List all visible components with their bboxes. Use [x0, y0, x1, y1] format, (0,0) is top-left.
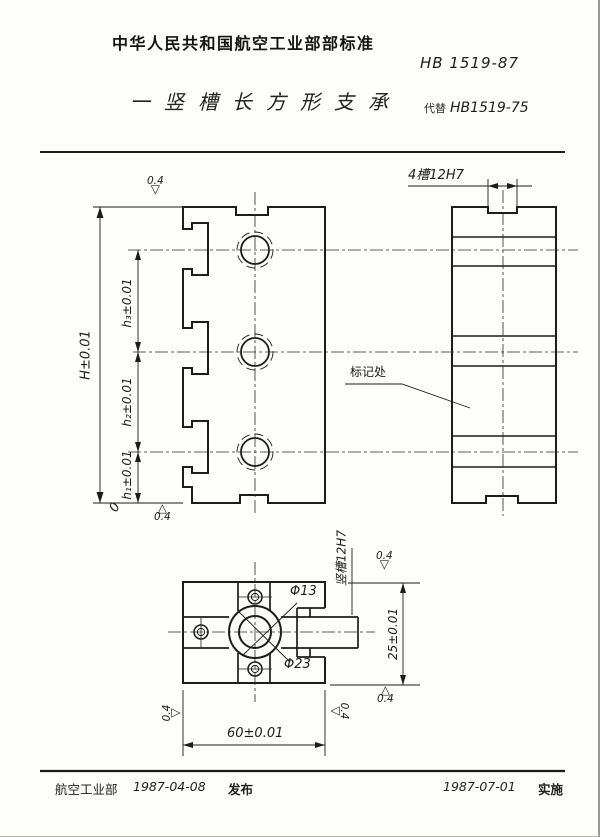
surface-finish-mark: 0.4 ▽ — [329, 703, 351, 720]
dia-inner-label: Φ13 — [290, 584, 317, 599]
dimension-arrows — [96, 183, 517, 748]
dim-overall-height: H±0.01 — [78, 330, 94, 380]
footer-impl-date: 1987-07-01 — [443, 779, 516, 794]
front-view — [183, 207, 325, 503]
footer-issuer: 航空工业部 — [55, 782, 118, 797]
surface-finish-icon: ▽ — [329, 706, 344, 716]
surface-finish-mark: 0.4 ▽ — [147, 176, 164, 194]
finish-value: 0.4 — [154, 510, 171, 523]
footer-issue-action: 发布 — [228, 782, 254, 797]
side-view-slot-lines — [452, 237, 556, 467]
finish-value: 0.4 — [147, 175, 164, 187]
replaces-line: 代替 HB1519-75 — [424, 97, 529, 116]
surface-finish-icon: △ — [157, 501, 167, 515]
mark-note-label: 标记处 — [350, 365, 387, 379]
finish-value: 0.4 — [377, 692, 394, 705]
replaces-code: HB1519-75 — [450, 100, 529, 116]
centerlines — [128, 190, 578, 702]
dim-h3: h₃±0.01 — [120, 278, 134, 328]
side-view-outline — [452, 207, 556, 503]
dia-outer-label: Φ23 — [284, 657, 311, 672]
replaces-label: 代替 — [424, 102, 446, 115]
footer-impl-action: 实施 — [538, 782, 564, 797]
standard-code: HB 1519-87 — [420, 54, 520, 72]
dim-height-25: 25±0.01 — [386, 607, 400, 661]
surface-finish-mark: △ 0.4 — [377, 683, 394, 705]
surface-finish-icon: ▽ — [379, 556, 389, 571]
front-view-outline — [183, 207, 325, 503]
surface-finish-mark: △ 0.4 — [154, 501, 171, 523]
surface-finish-icon: ▽ — [150, 181, 160, 196]
dia23-leader — [238, 611, 290, 662]
footer-issue-date: 1987-04-08 — [133, 779, 206, 794]
bottom-view-slot — [183, 582, 358, 683]
dim-h2: h₂±0.01 — [120, 377, 134, 427]
side-view — [452, 207, 556, 503]
surface-finish-mark: 0.4 ▽ — [161, 705, 182, 722]
surface-finish-icon: △ — [380, 683, 390, 697]
dia13-leader — [242, 603, 297, 656]
vertical-slot-label: 竖槽12H7 — [334, 530, 349, 586]
surface-finish-icon: ▽ — [167, 708, 182, 718]
bolt-hole-icon — [194, 590, 262, 676]
standard-org-title: 中华人民共和国航空工业部部标准 — [112, 34, 375, 53]
finish-value: 0.4 — [376, 550, 393, 562]
slot-count-label: 4槽12H7 — [408, 168, 464, 183]
dim-h1: h₁±0.01 — [120, 450, 134, 500]
bottom-view-outline — [183, 582, 325, 683]
drawing-title: 一竖槽长方形支承 — [130, 90, 402, 114]
dim-width-60: 60±0.01 — [227, 726, 284, 741]
bottom-view — [183, 582, 358, 683]
surface-finish-mark: 0.4 ▽ — [376, 551, 393, 569]
